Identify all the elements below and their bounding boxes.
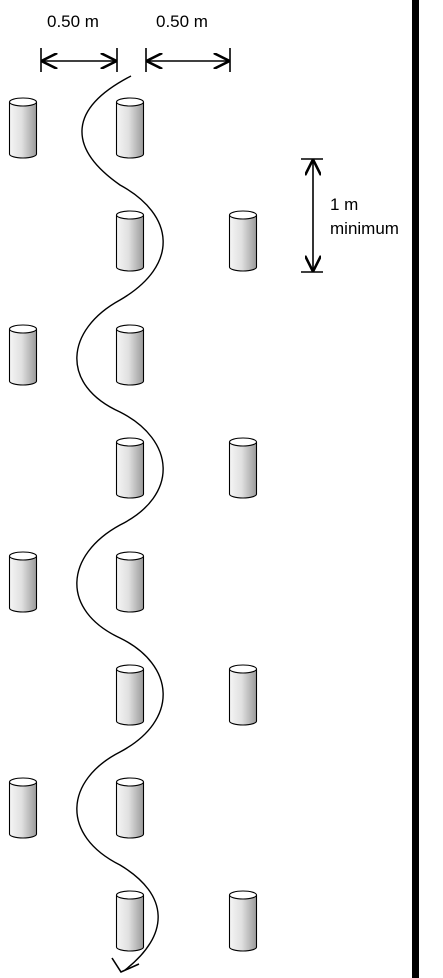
cone-b-4 — [115, 97, 145, 159]
cone-c-13 — [228, 437, 258, 499]
spacing-label-right: 0.50 m — [156, 12, 208, 31]
spacing-arrow-right — [145, 48, 231, 72]
path-end-arrow — [111, 957, 140, 974]
cones-group — [8, 97, 258, 952]
cone-a-0 — [8, 97, 38, 159]
cone-b-5 — [115, 210, 145, 272]
cone-b-9 — [115, 664, 145, 726]
cone-b-6 — [115, 324, 145, 386]
wall-bar — [412, 0, 419, 978]
vertical-spacing-note: minimum — [330, 219, 399, 238]
vertical-spacing-label: 1 m — [330, 195, 358, 214]
spacing-label-left: 0.50 m — [47, 12, 99, 31]
cone-b-10 — [115, 777, 145, 839]
spacing-arrow-left — [40, 48, 118, 72]
cone-c-15 — [228, 890, 258, 952]
cone-a-3 — [8, 777, 38, 839]
cone-a-2 — [8, 551, 38, 613]
vertical-spacing-arrow — [301, 158, 323, 273]
cone-c-14 — [228, 664, 258, 726]
slalom-path — [76, 75, 164, 971]
cone-a-1 — [8, 324, 38, 386]
cone-c-12 — [228, 210, 258, 272]
cone-b-11 — [115, 890, 145, 952]
cone-b-7 — [115, 437, 145, 499]
cone-b-8 — [115, 551, 145, 613]
